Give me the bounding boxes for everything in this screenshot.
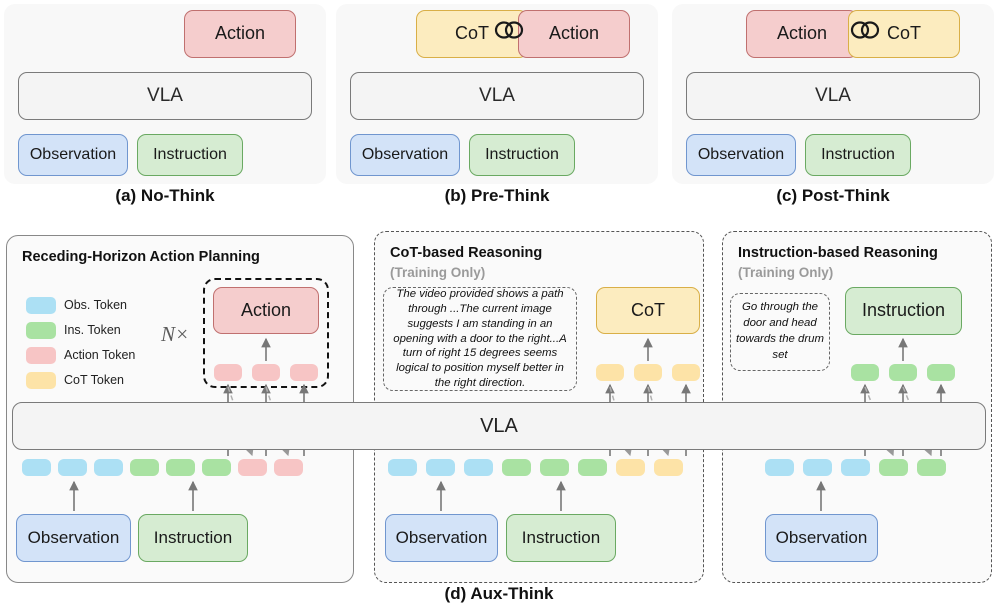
output-token-cot (672, 364, 700, 381)
output-box-cot: CoT (848, 10, 960, 58)
seq-token-obs (94, 459, 123, 476)
instruction-text-note: Go through the door and head towards the… (730, 293, 830, 371)
legend-label-obs-token: Obs. Token (64, 298, 128, 312)
seq-token-ins (540, 459, 569, 476)
output-box-cot: CoT (416, 10, 528, 58)
seq-token-ins (917, 459, 946, 476)
instruction-box: Instruction (138, 514, 248, 562)
seq-token-obs (426, 459, 455, 476)
seq-token-ins (166, 459, 195, 476)
seq-token-ins (502, 459, 531, 476)
seq-token-cot (616, 459, 645, 476)
seq-token-obs (388, 459, 417, 476)
output-token-action (252, 364, 280, 381)
seq-token-obs (58, 459, 87, 476)
vla-box: VLA (686, 72, 980, 120)
instruction-box: Instruction (137, 134, 243, 176)
seq-token-ins (578, 459, 607, 476)
output-token-ins (889, 364, 917, 381)
output-token-ins (851, 364, 879, 381)
panel-title: Instruction-based Reasoning (738, 245, 938, 261)
aux-think-section: Receding-Horizon Action Planning Obs. To… (0, 225, 998, 611)
panel-pre-think: CoT Action VLA Observation Instruction (336, 4, 658, 184)
observation-box: Observation (18, 134, 128, 176)
instruction-box: Instruction (805, 134, 911, 176)
output-box-cot: CoT (596, 287, 700, 334)
panel-title: CoT-based Reasoning (390, 245, 543, 261)
legend-label-cot-token: CoT Token (64, 373, 124, 387)
caption-post-think: (c) Post-Think (776, 186, 890, 205)
output-box-action: Action (184, 10, 296, 58)
panel-title: Receding-Horizon Action Planning (22, 249, 260, 265)
instruction-box: Instruction (469, 134, 575, 176)
legend-label-action-token: Action Token (64, 348, 136, 362)
caption-aux-think: (d) Aux-Think (444, 584, 554, 603)
output-box-action: Action (213, 287, 319, 334)
output-token-action (214, 364, 242, 381)
caption-pre-think: (b) Pre-Think (444, 186, 550, 205)
instruction-box: Instruction (506, 514, 616, 562)
output-token-action (290, 364, 318, 381)
vla-box: VLA (350, 72, 644, 120)
legend-swatch-obs-token (26, 297, 56, 314)
caption-no-think: (a) No-Think (115, 186, 215, 205)
seq-token-cot (654, 459, 683, 476)
repeat-n-times-label: N× (161, 322, 190, 346)
seq-token-obs (765, 459, 794, 476)
seq-token-action (238, 459, 267, 476)
observation-box: Observation (765, 514, 878, 562)
seq-token-ins (879, 459, 908, 476)
legend-swatch-action-token (26, 347, 56, 364)
seq-token-obs (464, 459, 493, 476)
panel-subtitle: (Training Only) (390, 265, 486, 280)
seq-token-obs (841, 459, 870, 476)
output-box-action: Action (746, 10, 858, 58)
legend-swatch-ins-token (26, 322, 56, 339)
seq-token-obs (803, 459, 832, 476)
seq-token-ins (130, 459, 159, 476)
output-token-cot (596, 364, 624, 381)
observation-box: Observation (16, 514, 131, 562)
observation-box: Observation (385, 514, 498, 562)
cot-text-note: The video provided shows a path through … (383, 287, 577, 391)
output-token-cot (634, 364, 662, 381)
output-box-instruction: Instruction (845, 287, 962, 335)
panel-subtitle: (Training Only) (738, 265, 834, 280)
seq-token-obs (22, 459, 51, 476)
panel-post-think: Action CoT VLA Observation Instruction (672, 4, 994, 184)
output-box-action: Action (518, 10, 630, 58)
vla-bar: VLA (12, 402, 986, 450)
seq-token-ins (202, 459, 231, 476)
legend-swatch-cot-token (26, 372, 56, 389)
observation-box: Observation (686, 134, 796, 176)
vla-box: VLA (18, 72, 312, 120)
panel-no-think: Action VLA Observation Instruction (4, 4, 326, 184)
legend-label-ins-token: Ins. Token (64, 323, 121, 337)
observation-box: Observation (350, 134, 460, 176)
output-token-ins (927, 364, 955, 381)
seq-token-action (274, 459, 303, 476)
